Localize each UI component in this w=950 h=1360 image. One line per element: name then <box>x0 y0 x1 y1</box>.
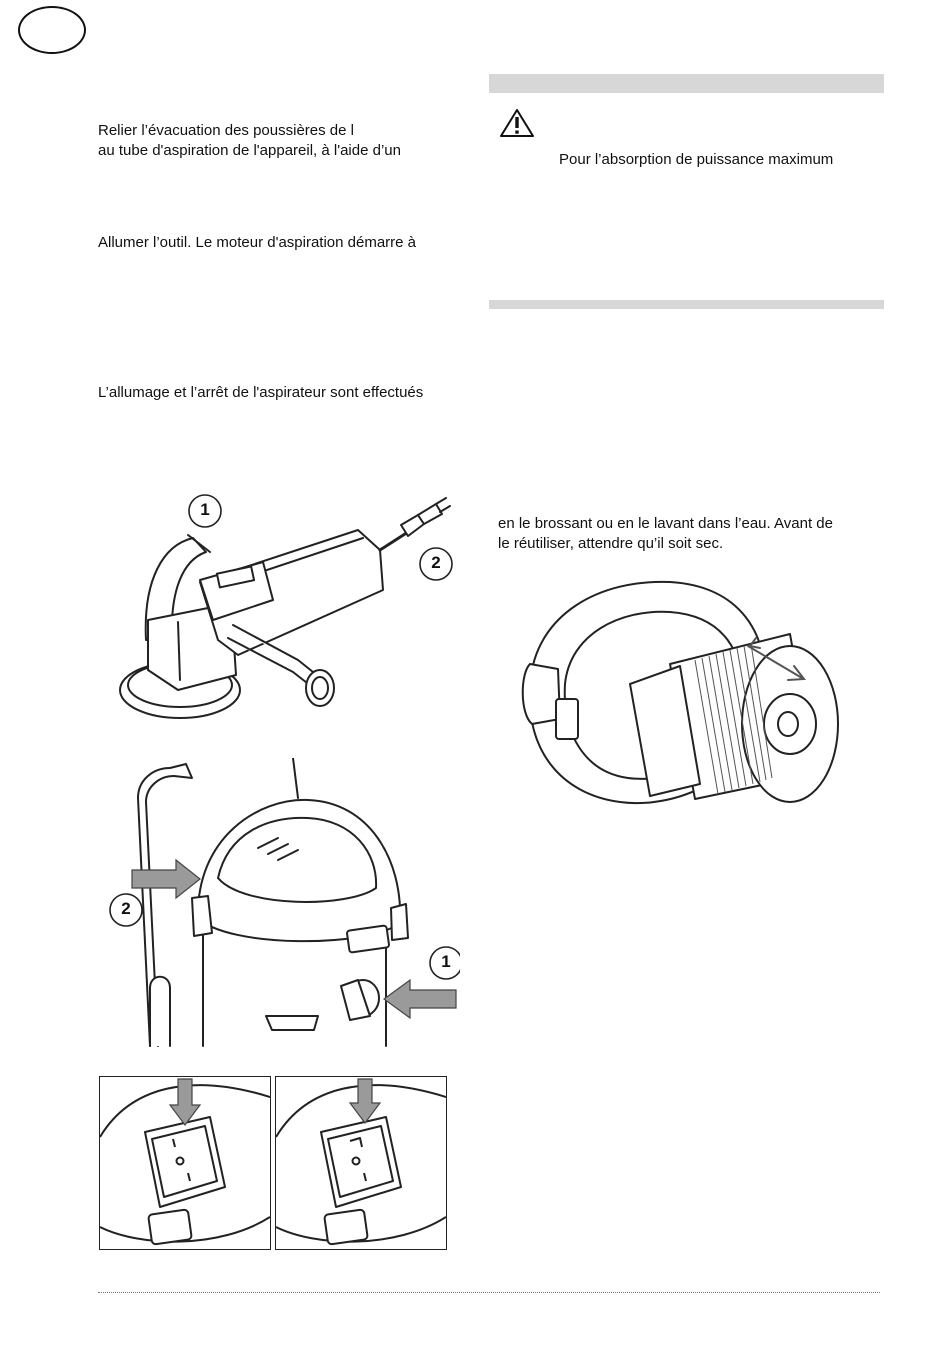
para-connect-line2: au tube d'aspiration de l'appareil, à l'… <box>98 142 401 159</box>
section-divider-bar <box>489 300 884 309</box>
warning-text: Pour l’absorption de puissance maximum <box>559 151 834 168</box>
para-switch-on: Allumer l’outil. Le moteur d'aspiration … <box>98 234 417 251</box>
filter-clean-line2: le réutiliser, attendre qu’il soit sec. <box>498 535 724 552</box>
language-marker <box>18 6 86 54</box>
para-connect-line1: Relier l’évacuation des poussières de l <box>98 122 354 139</box>
footer-rule <box>98 1292 880 1293</box>
filter-illustration <box>520 574 840 810</box>
callout-vacuum-2: 2 <box>121 899 131 918</box>
filter-clean-line1: en le brossant ou en le lavant dans l’ea… <box>498 515 833 532</box>
switch-position-panel-left <box>99 1076 271 1250</box>
switch-position-panel-right <box>275 1076 447 1250</box>
para-on-off: L’allumage et l’arrêt de l'aspirateur so… <box>98 384 424 401</box>
section-header-bar <box>489 74 884 93</box>
warning-triangle-icon <box>500 109 534 137</box>
vacuum-illustration: 2 1 <box>108 757 463 1048</box>
grinder-illustration: 1 2 <box>118 490 463 740</box>
callout-grinder-2: 2 <box>431 553 441 572</box>
callout-grinder-1: 1 <box>200 500 210 519</box>
callout-vacuum-1: 1 <box>441 952 451 971</box>
